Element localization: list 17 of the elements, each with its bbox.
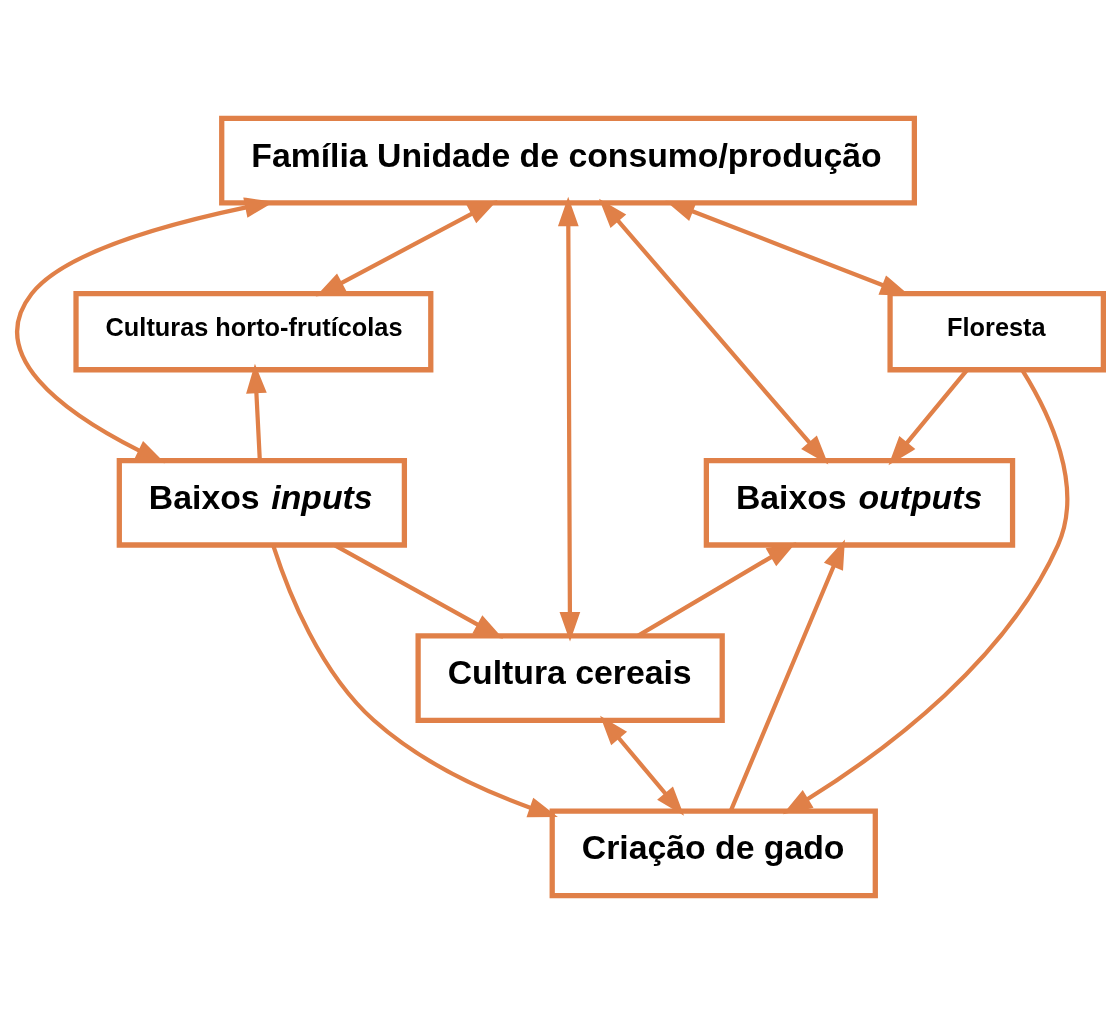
arrow: [728, 538, 845, 812]
arrow: [599, 198, 829, 465]
arrow: [782, 368, 1070, 814]
arrow: [333, 543, 504, 639]
arrow: [600, 715, 685, 816]
node-box: Baixos outputs: [703, 457, 1016, 548]
arrow: [271, 544, 558, 817]
node-box: Criação de gado: [549, 807, 878, 898]
arrow: [557, 196, 581, 642]
arrow: [246, 363, 267, 461]
node-box: Família Unidade de consumo/produção: [219, 115, 917, 206]
node-box: Cultura cereais: [415, 632, 725, 723]
arrow: [315, 199, 498, 297]
arrow: [637, 541, 797, 637]
node-box: Culturas horto-frutícolas: [73, 290, 434, 372]
node-box: Baixos inputs: [116, 457, 408, 548]
node-box: Floresta: [887, 290, 1106, 372]
